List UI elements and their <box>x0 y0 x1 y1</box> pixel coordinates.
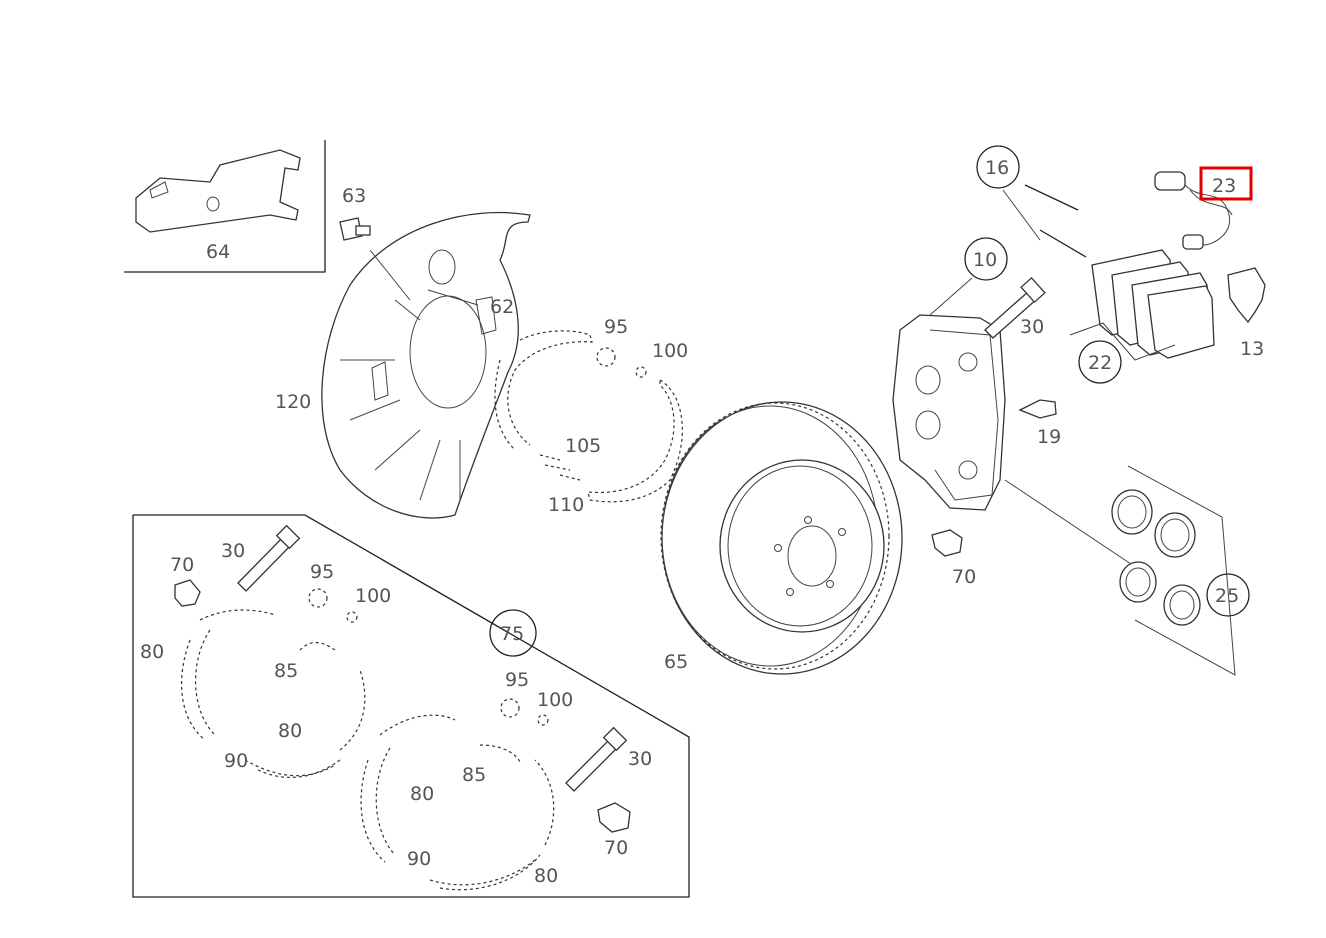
callout-70-caliper: 70 <box>952 566 976 588</box>
anti-rattle-spring[interactable] <box>1227 267 1266 324</box>
parking-brake-shoe[interactable] <box>494 330 683 503</box>
parking-shoe-left[interactable] <box>180 609 366 778</box>
dust-shield[interactable] <box>321 211 531 519</box>
callout-62: 62 <box>490 296 514 318</box>
callout-100-top: 100 <box>652 340 688 362</box>
caliper-bolt-70[interactable] <box>931 529 963 557</box>
pin-100-box-mid[interactable] <box>537 714 549 726</box>
callout-95-top: 95 <box>604 316 628 338</box>
callout-80-right-a: 80 <box>410 783 434 805</box>
callout-110: 110 <box>548 494 584 516</box>
callout-19: 19 <box>1037 426 1061 448</box>
callout-95-box-top: 95 <box>310 561 334 583</box>
callout-85-left: 85 <box>274 660 298 682</box>
seal-kit-group <box>1127 465 1236 676</box>
callout-30-caliper: 30 <box>1020 316 1044 338</box>
callout-80-left-a: 80 <box>140 641 164 663</box>
bolt-30-box-right[interactable] <box>565 726 628 792</box>
callout-64: 64 <box>206 241 230 263</box>
callout-80-right-b: 80 <box>534 865 558 887</box>
callout-30-box-right: 30 <box>628 748 652 770</box>
callout-120: 120 <box>275 391 311 413</box>
callout-90-right: 90 <box>407 848 431 870</box>
callout-100-box-mid: 100 <box>537 689 573 711</box>
callout-90-left: 90 <box>224 750 248 772</box>
spring-95-box-top[interactable] <box>308 588 328 608</box>
callout-bubble-25: 25 <box>1206 573 1250 617</box>
callout-bubble-75: 75 <box>489 609 537 657</box>
parking-brake-box <box>132 514 690 898</box>
callout-85-right: 85 <box>462 764 486 786</box>
callout-63: 63 <box>342 185 366 207</box>
callout-13: 13 <box>1240 338 1264 360</box>
spring-95a[interactable] <box>596 347 616 367</box>
callout-65: 65 <box>664 651 688 673</box>
wear-sensor[interactable] <box>1154 171 1233 250</box>
callout-100-box-top: 100 <box>355 585 391 607</box>
seal-kit[interactable] <box>1111 489 1201 626</box>
brake-disc[interactable] <box>660 401 903 675</box>
callout-10: 10 <box>973 249 997 271</box>
bolt-30-box-top[interactable] <box>237 524 301 592</box>
spring-95-box-mid[interactable] <box>500 698 520 718</box>
callout-80-left-b: 80 <box>278 720 302 742</box>
bolt-70-box-left[interactable] <box>174 579 201 607</box>
callout-23[interactable]: 23 <box>1212 175 1236 197</box>
bleed-screw[interactable] <box>1018 399 1057 419</box>
bolt-70-box-right[interactable] <box>597 802 631 833</box>
callout-95-box-mid: 95 <box>505 669 529 691</box>
callout-105: 105 <box>565 435 601 457</box>
callout-70-box-right: 70 <box>604 837 628 859</box>
callout-bubble-22: 22 <box>1078 340 1122 384</box>
callout-70-box-left: 70 <box>170 554 194 576</box>
caliper-bolt[interactable] <box>984 276 1046 339</box>
callout-22: 22 <box>1088 352 1112 374</box>
brake-caliper[interactable] <box>892 314 1006 511</box>
bracket-group: 64 <box>124 140 326 273</box>
bracket-part[interactable] <box>135 149 301 233</box>
callout-75: 75 <box>500 623 524 645</box>
callout-bubble-16: 16 <box>976 145 1020 189</box>
parking-shoe-right[interactable] <box>360 714 555 891</box>
brake-pads[interactable] <box>1091 249 1215 359</box>
callout-bubble-10: 10 <box>964 237 1008 281</box>
callout-30-box-top: 30 <box>221 540 245 562</box>
bolt-63[interactable] <box>339 217 371 241</box>
pin-100a[interactable] <box>635 366 647 378</box>
guide-pins[interactable] <box>1024 184 1087 258</box>
pin-100-box-top[interactable] <box>346 611 358 623</box>
callout-16: 16 <box>985 157 1009 179</box>
callout-25: 25 <box>1215 585 1239 607</box>
highlight-box <box>1199 166 1253 201</box>
